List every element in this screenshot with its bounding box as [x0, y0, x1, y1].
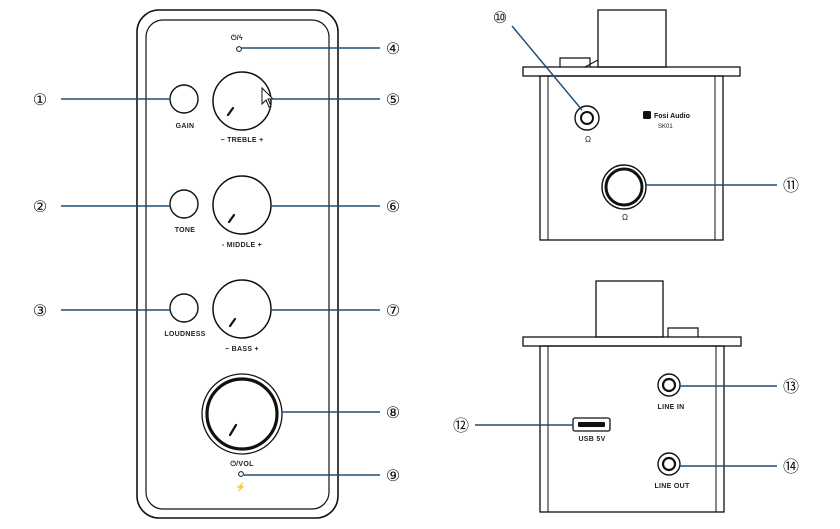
gain-label: GAIN — [176, 123, 195, 130]
rear-view-body — [539, 345, 725, 513]
callout-1: ① — [33, 92, 47, 109]
fosi-logo-icon — [643, 111, 651, 119]
line-in-label: LINE IN — [658, 404, 685, 411]
top-view-cap — [522, 66, 741, 77]
large-headphone-jack[interactable] — [601, 164, 647, 210]
headphone-icon-small: Ω — [585, 135, 591, 144]
usb-label: USB 5V — [578, 436, 605, 443]
front-panel: ⏻/ϟ GAIN TONE LOUDNESS − TREBLE + - MIDD… — [136, 9, 339, 519]
small-headphone-jack[interactable] — [574, 105, 600, 131]
power-charge-label: ⏻/ϟ — [231, 34, 243, 42]
callout-8: ⑧ — [386, 405, 400, 422]
middle-label: - MIDDLE + — [222, 242, 262, 249]
volume-label: ⏻/VOL — [230, 460, 254, 468]
front-panel-inner — [145, 19, 330, 510]
callout-13: ⑬ — [783, 378, 799, 396]
treble-knob[interactable] — [212, 71, 272, 131]
callout-14: ⑭ — [783, 458, 799, 476]
tone-label: TONE — [175, 227, 196, 234]
top-view-button-stub — [559, 57, 591, 67]
model-label: SK01 — [658, 124, 673, 130]
headphone-icon-large: Ω — [622, 213, 628, 222]
top-view-body — [539, 75, 724, 241]
loudness-label: LOUDNESS — [164, 331, 205, 338]
callout-4: ④ — [386, 41, 400, 58]
callout-10: ⑩ — [493, 10, 507, 27]
callout-9: ⑨ — [386, 468, 400, 485]
large-headphone-jack-inner — [604, 167, 644, 207]
line-in-jack[interactable] — [657, 373, 681, 397]
brand-label: Fosi Audio — [654, 113, 690, 120]
gain-button[interactable] — [169, 84, 199, 114]
top-view-edge — [584, 59, 599, 68]
callout-11: ⑪ — [783, 177, 799, 195]
loudness-button[interactable] — [169, 293, 199, 323]
volume-knob[interactable] — [205, 377, 279, 451]
bottom-symbol-icon: ⚡ — [235, 481, 246, 493]
callout-line-10 — [511, 25, 583, 111]
treble-knob-indicator — [226, 106, 235, 117]
bass-label: − BASS + — [225, 346, 259, 353]
rear-view: USB 5V LINE IN LINE OUT ⑫ ⑬ ⑭ — [453, 280, 799, 513]
bass-knob-indicator — [228, 317, 237, 328]
callout-12: ⑫ — [453, 417, 469, 435]
front-callouts: ① ② ③ ④ ⑤ ⑥ ⑦ ⑧ ⑨ — [33, 41, 400, 485]
power-charge-led — [236, 46, 242, 52]
bass-knob[interactable] — [212, 279, 272, 339]
rear-view-button-stub — [667, 327, 699, 337]
line-in-jack-inner — [661, 377, 677, 393]
middle-knob-indicator — [227, 213, 236, 224]
line-out-jack[interactable] — [657, 452, 681, 476]
volume-knob-indicator — [228, 423, 238, 437]
volume-led — [238, 471, 244, 477]
callout-5: ⑤ — [386, 92, 400, 109]
line-out-jack-inner — [661, 456, 677, 472]
middle-knob[interactable] — [212, 175, 272, 235]
callout-2: ② — [33, 199, 47, 216]
usb-port-inner — [578, 422, 605, 427]
callout-7: ⑦ — [386, 303, 400, 320]
callout-6: ⑥ — [386, 199, 400, 216]
rear-view-cap — [522, 336, 742, 347]
small-headphone-jack-inner — [580, 111, 594, 125]
top-view-knob-block — [597, 9, 667, 68]
treble-label: − TREBLE + — [220, 137, 263, 144]
front-panel-outer — [136, 9, 339, 519]
line-out-label: LINE OUT — [654, 483, 689, 490]
top-view: Ω Ω Fosi Audio SK01 ⑩ ⑪ — [493, 9, 799, 241]
tone-button[interactable] — [169, 189, 199, 219]
rear-view-knob-block — [595, 280, 664, 338]
callout-3: ③ — [33, 303, 47, 320]
